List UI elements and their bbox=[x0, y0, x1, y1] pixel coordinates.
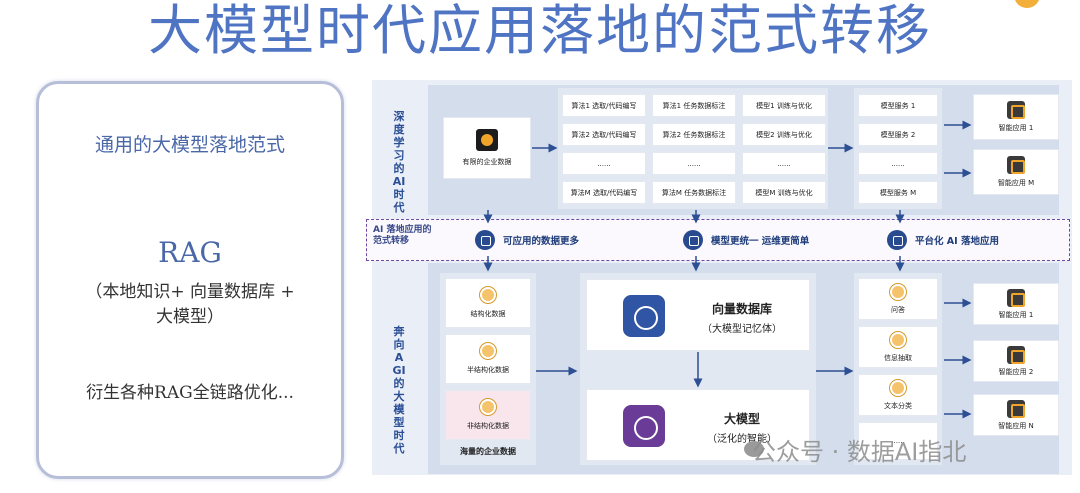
band-label-line2: 范式转移 bbox=[373, 236, 410, 246]
page-title: 大模型时代应用落地的范式转移 bbox=[148, 0, 932, 62]
limited-enterprise-data-box: 有限的企业数据 bbox=[443, 117, 531, 179]
vector-db-title: 向量数据库 bbox=[711, 302, 772, 316]
band-label-line1: AI 落地应用的 bbox=[373, 225, 432, 235]
paradigm-diagram: 深度学习的AI时代 奔向AGI的大模型时代 有限的企业数据 算法1 选取/代码编… bbox=[372, 80, 1072, 475]
app-icon bbox=[1007, 288, 1025, 307]
task-label: 问答 bbox=[891, 305, 905, 314]
model-service-item: 模型服务 1 bbox=[858, 94, 938, 117]
smart-app-label: 智能应用 M bbox=[997, 179, 1035, 187]
task-label: 文本分类 bbox=[884, 401, 912, 410]
data-type-label: 非结构化数据 bbox=[467, 422, 509, 430]
task-box-qa: 问答 bbox=[858, 278, 938, 320]
task-label: 信息抽取 bbox=[884, 353, 912, 362]
grid-cell: 算法1 任务数据标注 bbox=[652, 94, 736, 117]
grid-cell: 算法M 选取/代码编写 bbox=[562, 181, 646, 204]
platform-icon bbox=[887, 230, 907, 250]
llm-box: 大模型 （泛化的智能） bbox=[586, 389, 810, 461]
model-service-item: 模型服务 2 bbox=[858, 123, 938, 146]
grid-cell: ...... bbox=[652, 152, 736, 175]
semi-structured-data-box: 半结构化数据 bbox=[445, 334, 531, 384]
band-item-label: 模型更统一 运维更简单 bbox=[711, 236, 810, 247]
task-box-extraction: 信息抽取 bbox=[858, 326, 938, 368]
model-service-item: 模型服务 M bbox=[858, 181, 938, 204]
smart-app-box: 智能应用 N bbox=[973, 394, 1059, 436]
paradigm-heading: 通用的大模型落地范式 bbox=[94, 134, 285, 156]
chat-icon bbox=[890, 283, 906, 300]
wechat-icon bbox=[744, 441, 764, 457]
llm-title: 大模型 bbox=[723, 412, 760, 426]
massive-data-caption: 海量的企业数据 bbox=[460, 447, 516, 456]
band-item-label: 平台化 AI 落地应用 bbox=[915, 236, 1000, 247]
smart-app-label: 智能应用 1 bbox=[998, 124, 1034, 132]
data-icon bbox=[476, 129, 498, 151]
grid-cell: 算法2 选取/代码编写 bbox=[562, 123, 646, 146]
rag-paradigm-card: 通用的大模型落地范式 RAG （本地知识+ 向量数据库 + 大模型） 衍生各种R… bbox=[36, 81, 344, 479]
band-item-more-data: 可应用的数据更多 bbox=[475, 230, 579, 250]
task-box-classification: 文本分类 bbox=[858, 374, 938, 416]
smart-app-label: 智能应用 N bbox=[998, 421, 1034, 430]
task-box-more: ...... bbox=[858, 422, 938, 460]
grid-cell: ...... bbox=[562, 152, 646, 175]
classify-icon bbox=[890, 379, 906, 396]
vector-database-icon bbox=[623, 295, 665, 337]
band-item-label: 可应用的数据更多 bbox=[503, 236, 580, 247]
smart-app-box: 智能应用 M bbox=[973, 149, 1059, 195]
vector-db-box: 向量数据库 （大模型记忆体） bbox=[586, 279, 810, 351]
grid-cell: 模型M 训练与优化 bbox=[742, 181, 826, 204]
llm-subtitle: （泛化的智能） bbox=[707, 434, 777, 445]
band-item-unified-model: 模型更统一 运维更简单 bbox=[683, 230, 809, 250]
smart-app-box: 智能应用 1 bbox=[973, 283, 1059, 325]
llm-cube-icon bbox=[623, 405, 665, 447]
rag-label: RAG bbox=[158, 236, 222, 269]
data-type-label: 半结构化数据 bbox=[467, 366, 509, 374]
bottom-vertical-label: 奔向AGI的大模型时代 bbox=[392, 325, 406, 455]
image-icon bbox=[480, 399, 496, 415]
rag-derive-text: 衍生各种RAG全链路优化... bbox=[86, 383, 294, 403]
extract-icon bbox=[890, 331, 906, 348]
grid-cell: 算法M 任务数据标注 bbox=[652, 181, 736, 204]
grid-cell: 模型2 训练与优化 bbox=[742, 123, 826, 146]
app-icon bbox=[1007, 399, 1025, 418]
app-icon bbox=[1007, 345, 1025, 364]
database-icon bbox=[480, 287, 496, 303]
band-item-platform: 平台化 AI 落地应用 bbox=[887, 230, 999, 250]
paradigm-shift-band: AI 落地应用的 范式转移 可应用的数据更多 模型更统一 运维更简单 平台化 A… bbox=[366, 219, 1070, 261]
vector-db-subtitle: （大模型记忆体） bbox=[702, 324, 782, 335]
database-icon bbox=[475, 230, 495, 250]
smart-app-label: 智能应用 2 bbox=[998, 367, 1034, 376]
rag-components-line1: （本地知识+ 向量数据库 + bbox=[85, 282, 295, 302]
structured-data-box: 结构化数据 bbox=[445, 278, 531, 328]
app-icon bbox=[1007, 101, 1025, 119]
model-service-item: ...... bbox=[858, 152, 938, 175]
data-type-label: 结构化数据 bbox=[470, 310, 506, 318]
app-icon bbox=[1007, 156, 1025, 174]
smart-app-box: 智能应用 2 bbox=[973, 340, 1059, 382]
top-vertical-label: 深度学习的AI时代 bbox=[392, 110, 406, 214]
unstructured-data-box: 非结构化数据 bbox=[445, 390, 531, 440]
grid-cell: 算法2 任务数据标注 bbox=[652, 123, 736, 146]
grid-cell: ...... bbox=[742, 152, 826, 175]
limited-enterprise-data-label: 有限的企业数据 bbox=[462, 158, 512, 166]
document-icon bbox=[480, 343, 496, 359]
sun-decoration bbox=[1014, 0, 1040, 8]
grid-cell: 算法1 选取/代码编写 bbox=[562, 94, 646, 117]
smart-app-box: 智能应用 1 bbox=[973, 94, 1059, 140]
cube-icon bbox=[683, 230, 703, 250]
watermark: 公众号 · 数据AI指北 bbox=[752, 438, 967, 466]
smart-app-label: 智能应用 1 bbox=[998, 310, 1034, 319]
band-label: AI 落地应用的 范式转移 bbox=[373, 225, 431, 247]
rag-components-line2: 大模型） bbox=[156, 307, 224, 327]
grid-cell: 模型1 训练与优化 bbox=[742, 94, 826, 117]
